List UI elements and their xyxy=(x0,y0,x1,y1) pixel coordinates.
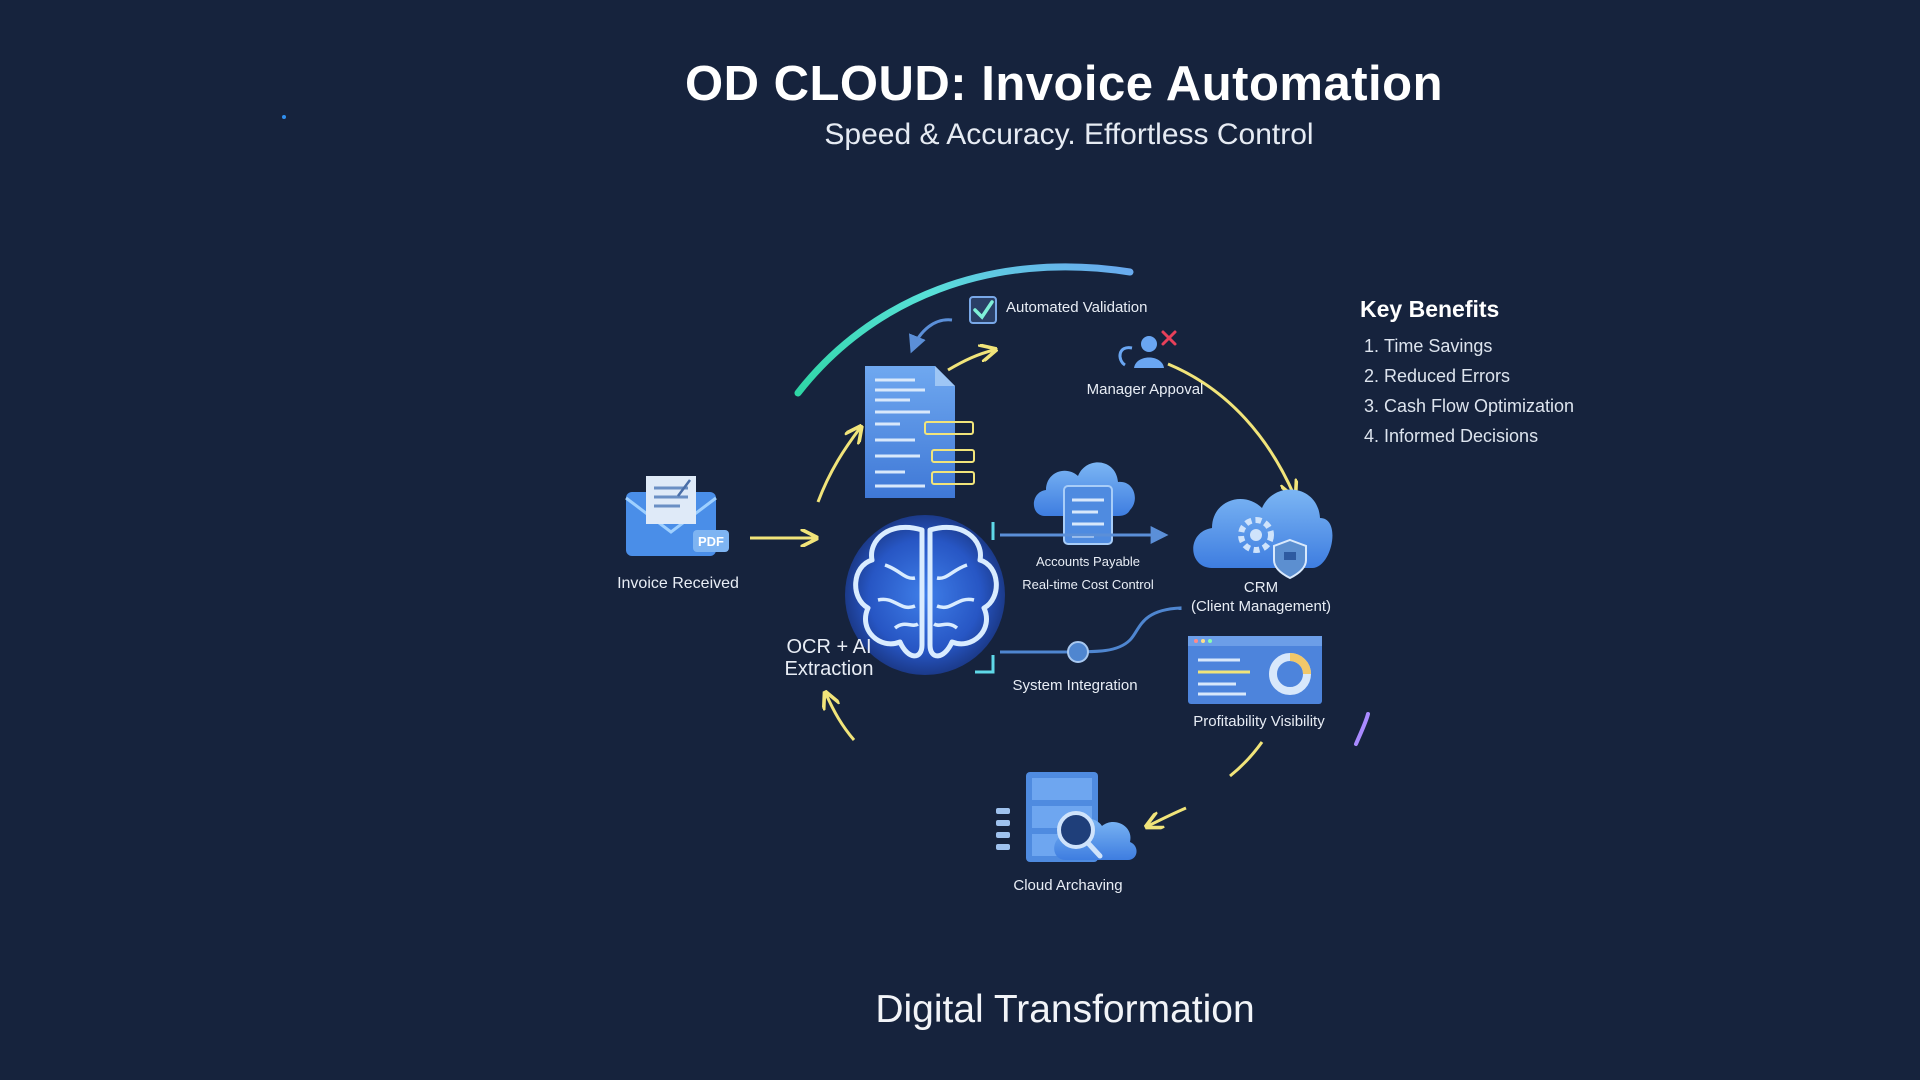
label-crm: CRM xyxy=(1243,579,1279,596)
label-system-integration: System Integration xyxy=(1012,677,1138,694)
crm-cloud-icon xyxy=(1193,489,1333,580)
teal-arc xyxy=(794,263,1134,397)
benefit-item: Time Savings xyxy=(1384,331,1574,361)
arrow-document-to-validation xyxy=(947,350,994,372)
key-benefits-panel: Key Benefits Time Savings Reduced Errors… xyxy=(1360,296,1574,451)
label-ocr-line2: Extraction xyxy=(784,658,874,680)
benefit-item: Reduced Errors xyxy=(1384,361,1574,391)
bracket-mark-bottom xyxy=(975,655,995,674)
label-cost-control: Real-time Cost Control xyxy=(1022,577,1154,592)
benefit-item: Informed Decisions xyxy=(1384,421,1574,451)
page-subtitle: Speed & Accuracy. Effortless Control xyxy=(824,118,1314,151)
key-benefits-heading: Key Benefits xyxy=(1360,296,1500,322)
envelope-pdf-icon: PDF xyxy=(625,476,729,556)
page-title: OD CLOUD: Invoice Automation xyxy=(684,57,1444,111)
label-ocr-line1: OCR + AI xyxy=(786,636,872,658)
label-profitability: Profitability Visibility xyxy=(1193,713,1325,730)
decorative-sparkle xyxy=(1354,712,1370,746)
accounts-payable-cloud-icon xyxy=(1033,462,1135,545)
reject-x-icon xyxy=(1161,330,1177,346)
decorative-dot xyxy=(282,115,286,119)
checkbox-icon xyxy=(969,296,997,324)
arrow-approval-to-crm xyxy=(1167,362,1294,495)
label-manager-approval: Manager Appoval xyxy=(1086,381,1204,398)
label-invoice-received: Invoice Received xyxy=(617,575,739,592)
arrow-profitability-down xyxy=(1229,741,1264,778)
label-cloud-archiving: Cloud Archaving xyxy=(1013,877,1123,894)
profitability-dashboard-icon xyxy=(1188,636,1322,704)
arrow-ocr-to-document xyxy=(816,428,860,503)
brain-icon xyxy=(845,515,1005,675)
arrow-recheck xyxy=(908,318,953,354)
label-automated-validation: Automated Validation xyxy=(1006,299,1148,316)
footer-tagline: Digital Transformation xyxy=(875,988,1255,1031)
label-crm-subtitle: (Client Management) xyxy=(1190,598,1332,615)
arrow-archive-to-ocr xyxy=(826,694,856,741)
document-icon xyxy=(865,366,975,498)
benefit-item: Cash Flow Optimization xyxy=(1384,391,1574,421)
integration-node xyxy=(1067,641,1089,663)
pdf-tag: PDF xyxy=(698,534,724,549)
cloud-archive-icon xyxy=(996,772,1137,862)
arrow-to-archive xyxy=(1148,806,1187,826)
label-accounts-payable: Accounts Payable xyxy=(1035,554,1141,569)
integration-line xyxy=(1000,606,1182,654)
key-benefits-list: Time Savings Reduced Errors Cash Flow Op… xyxy=(1360,331,1574,451)
manager-approval-icon xyxy=(1118,330,1177,368)
